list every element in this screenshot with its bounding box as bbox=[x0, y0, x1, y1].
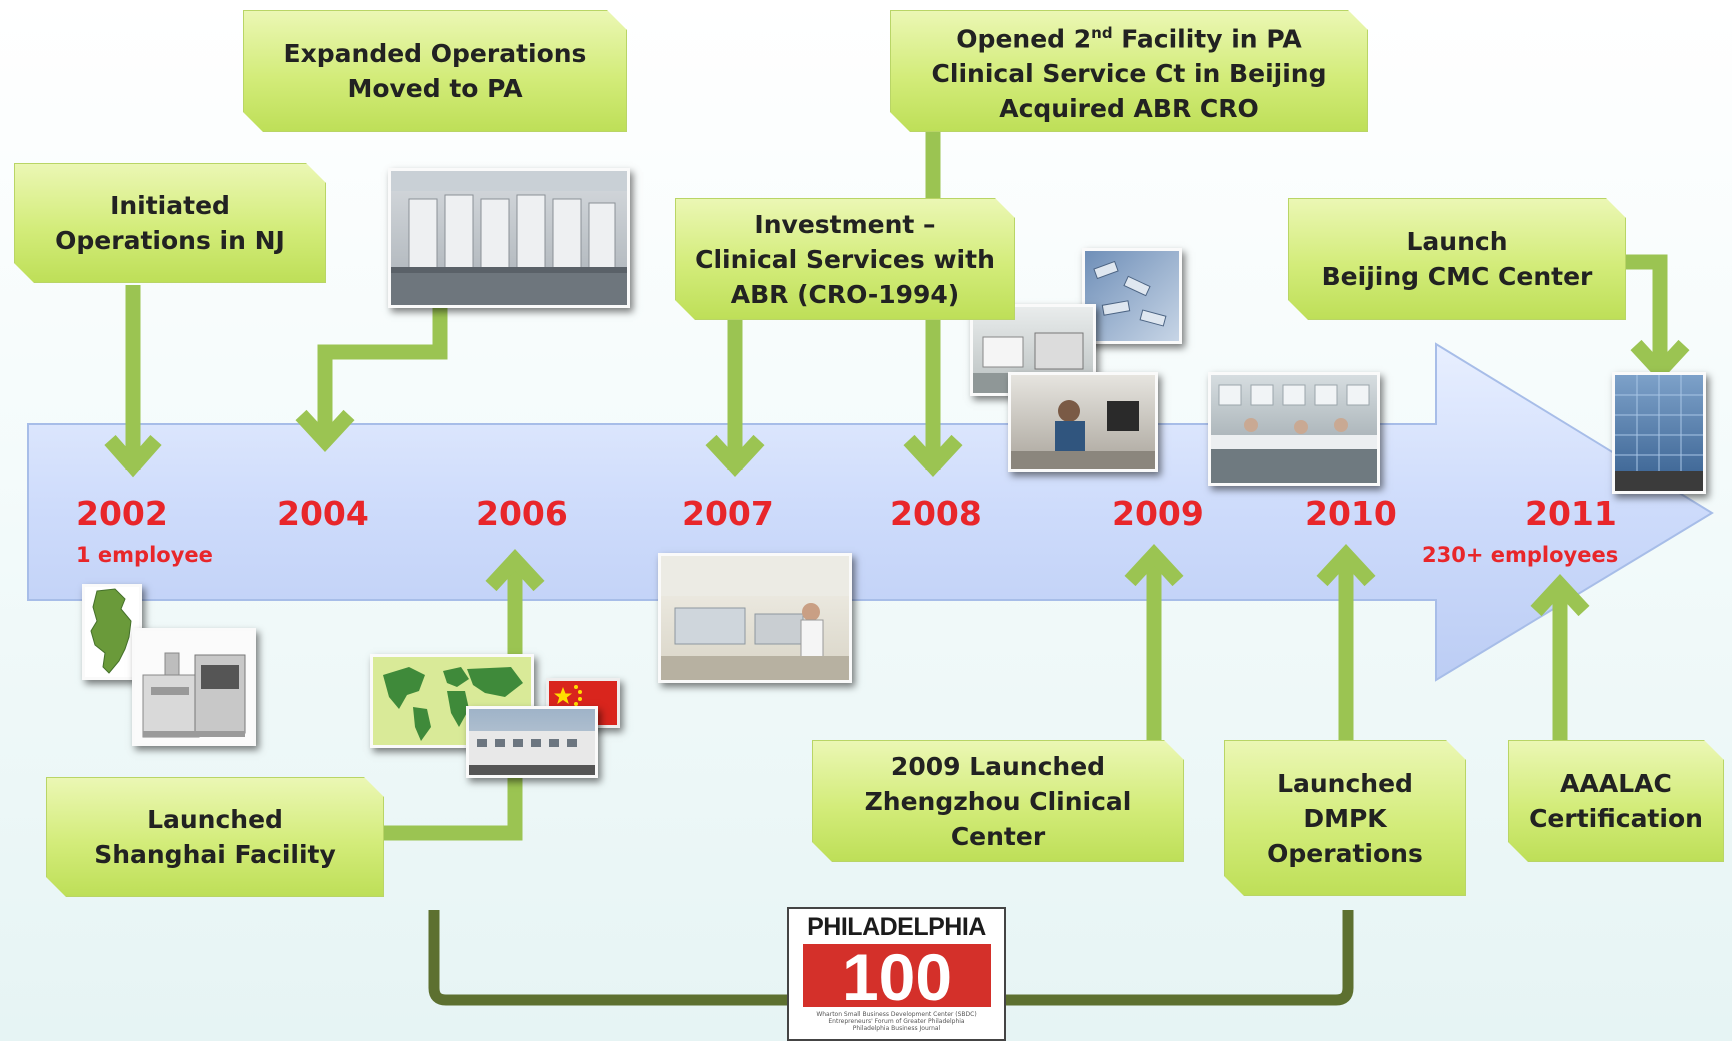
milestone-aaalac-certification: AAALAC Certification bbox=[1508, 740, 1724, 862]
milestone-text: Zhengzhou Clinical bbox=[864, 786, 1132, 816]
milestone-text: Investment – bbox=[754, 209, 936, 239]
facility-photos bbox=[1008, 372, 1158, 472]
milestone-text: Expanded Operations bbox=[283, 39, 587, 68]
milestone-text: Operations bbox=[1267, 838, 1423, 868]
milestone-text: Operations in NJ bbox=[55, 226, 285, 255]
logo-title: PHILADELPHIA bbox=[807, 913, 986, 941]
lab-room-photo bbox=[1208, 372, 1380, 486]
beijing-building-photo bbox=[1612, 372, 1706, 494]
logo-fine-print: Philadelphia Business Journal bbox=[852, 1025, 941, 1032]
employee-count-end: 230+ employees bbox=[1422, 543, 1619, 567]
building-photo bbox=[466, 706, 598, 778]
milestone-dmpk-operations: Launched DMPK Operations bbox=[1224, 740, 1466, 896]
milestone-beijing-cmc: Launch Beijing CMC Center bbox=[1288, 198, 1626, 320]
milestone-text: Launch bbox=[1406, 227, 1508, 256]
lab-equipment-photo bbox=[388, 168, 630, 308]
milestone-text: ABR (CRO-1994) bbox=[730, 279, 960, 309]
milestone-text: 2009 Launched bbox=[890, 751, 1106, 781]
milestone-text: Opened 2nd Facility in PA bbox=[956, 16, 1301, 56]
logo-fine-print: Entrepreneurs' Forum of Greater Philadel… bbox=[828, 1018, 965, 1025]
logo-number-graphic: 100 bbox=[803, 944, 991, 1007]
milestone-text: Shanghai Facility bbox=[94, 840, 336, 869]
milestone-shanghai-facility: Launched Shanghai Facility bbox=[46, 777, 384, 897]
milestone-text: Launched bbox=[147, 805, 283, 834]
clinic-photo bbox=[658, 553, 852, 683]
year-2002: 2002 bbox=[76, 494, 168, 533]
milestone-text: Clinical Service Ct in Beijing bbox=[931, 59, 1327, 89]
milestone-text: Certification bbox=[1529, 804, 1703, 833]
milestone-text: Facility in PA bbox=[1112, 24, 1302, 54]
year-2009: 2009 bbox=[1112, 494, 1204, 533]
milestone-text: Initiated bbox=[110, 191, 230, 220]
milestone-text: AAALAC bbox=[1560, 769, 1672, 798]
milestone-text: Opened 2 bbox=[956, 24, 1092, 54]
year-2008: 2008 bbox=[890, 494, 982, 533]
milestone-text: DMPK bbox=[1303, 803, 1387, 833]
year-2004: 2004 bbox=[277, 494, 369, 533]
milestone-pa-expansion: Expanded Operations Moved to PA bbox=[243, 10, 627, 132]
year-2007: 2007 bbox=[682, 494, 774, 533]
lab-instrument-photo bbox=[132, 628, 256, 746]
milestone-text: Acquired ABR CRO bbox=[999, 94, 1259, 124]
milestone-zhengzhou-center: 2009 Launched Zhengzhou Clinical Center bbox=[812, 740, 1184, 862]
ordinal-suffix: nd bbox=[1091, 23, 1113, 42]
milestone-text: Beijing CMC Center bbox=[1321, 262, 1593, 291]
milestone-text: Clinical Services with bbox=[695, 244, 995, 274]
milestone-second-facility: Opened 2nd Facility in PA Clinical Servi… bbox=[890, 10, 1368, 132]
year-2011: 2011 bbox=[1525, 494, 1617, 533]
milestone-nj-operations: Initiated Operations in NJ bbox=[14, 163, 326, 283]
facility-photos bbox=[1082, 248, 1182, 344]
year-2006: 2006 bbox=[476, 494, 568, 533]
logo-number: 100 bbox=[842, 944, 952, 1007]
milestone-text: Moved to PA bbox=[347, 74, 523, 103]
philadelphia-100-logo: PHILADELPHIA 100 Wharton Small Business … bbox=[787, 907, 1006, 1041]
year-2010: 2010 bbox=[1305, 494, 1397, 533]
milestone-text: Launched bbox=[1277, 768, 1413, 798]
milestone-investment-abr: Investment – Clinical Services with ABR … bbox=[675, 198, 1015, 320]
world-map-icon bbox=[370, 654, 534, 748]
milestone-text: Center bbox=[950, 821, 1046, 851]
employee-count-start: 1 employee bbox=[76, 543, 213, 567]
logo-fine-print: Wharton Small Business Development Cente… bbox=[816, 1011, 977, 1018]
